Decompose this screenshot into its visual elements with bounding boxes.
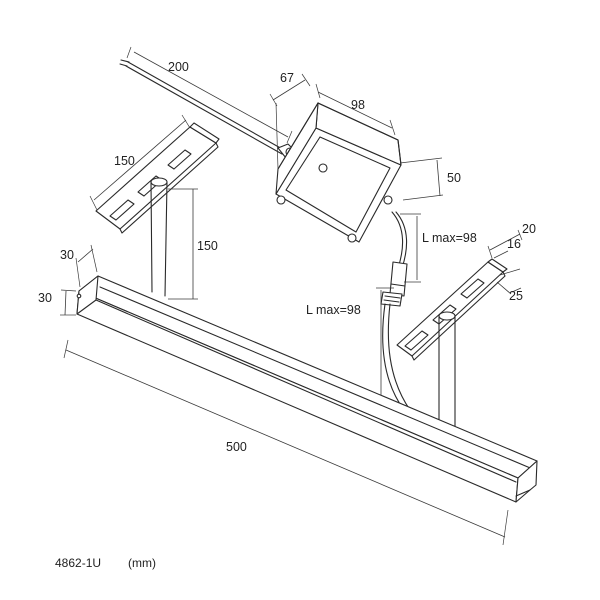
- box-depth-label: 67: [280, 71, 294, 85]
- cable-length-label: 200: [168, 60, 189, 74]
- suspension-dimension: [168, 188, 198, 300]
- upper-lmax-label: L max=98: [422, 231, 477, 245]
- left-suspension-rod: [150, 177, 168, 297]
- box-width-label: 98: [351, 98, 365, 112]
- lower-lmax-label: L max=98: [306, 303, 361, 317]
- profile-length-label: 500: [226, 440, 247, 454]
- model-code: 4862-1U: [55, 556, 102, 570]
- right-bracket-length-label: 25: [509, 289, 523, 303]
- profile-width-dimension: [75, 244, 98, 288]
- linear-profile: [76, 275, 538, 503]
- right-bracket-slot-label: 16: [507, 237, 521, 251]
- right-mounting-bracket: [396, 258, 508, 361]
- junction-box: [275, 102, 402, 243]
- right-suspension-rod: [438, 311, 456, 429]
- cable-length-dimension: [126, 46, 293, 144]
- profile-height-label: 30: [38, 291, 52, 305]
- box-height-label: 50: [447, 171, 461, 185]
- right-bracket-width-label: 20: [522, 222, 536, 236]
- left-bracket-length-label: 150: [114, 154, 135, 168]
- profile-length-dimension: [63, 339, 509, 546]
- units-label: (mm): [128, 556, 156, 570]
- box-depth-dimension: [269, 73, 311, 170]
- upper-lmax-dimension: [400, 213, 421, 283]
- box-height-dimension: [399, 157, 444, 201]
- profile-width-label: 30: [60, 248, 74, 262]
- left-bracket-dimension: [89, 114, 191, 211]
- right-bracket-dimensions: [487, 229, 523, 295]
- box-width-dimension: [315, 83, 396, 136]
- suspension-length-label: 150: [197, 239, 218, 253]
- feed-cable: [380, 211, 411, 411]
- profile-height-dimension: [60, 289, 77, 316]
